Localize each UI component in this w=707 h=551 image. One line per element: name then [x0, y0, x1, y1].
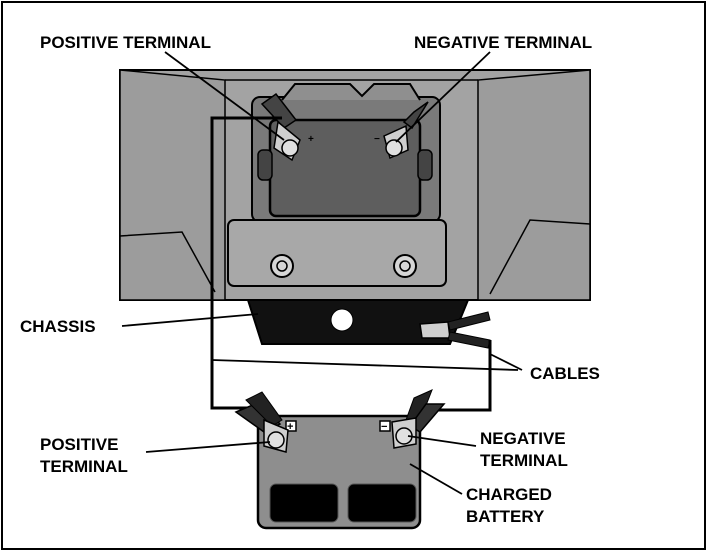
- label-negative-terminal-bottom-1: NEGATIVE: [480, 429, 566, 448]
- label-cables: CABLES: [530, 364, 600, 383]
- leader-positive-top: [164, 51, 285, 141]
- vehicle-plus-mark: +: [308, 134, 314, 145]
- battery-positive-clamp: [234, 391, 289, 453]
- label-charged-battery-1: CHARGED: [466, 485, 552, 504]
- leader-positive-bottom: [145, 441, 271, 453]
- leader-negative-top: [395, 51, 491, 143]
- chassis-ground-clamp: [419, 311, 491, 349]
- chassis: [246, 299, 470, 345]
- leader-lines: [121, 51, 523, 495]
- label-charged-battery-2: BATTERY: [466, 507, 545, 526]
- label-negative-terminal-top: NEGATIVE TERMINAL: [414, 33, 592, 52]
- vehicle-positive-clamp: [260, 92, 301, 162]
- battery-plus-mark: +: [287, 421, 293, 433]
- leader-cables-2: [489, 353, 523, 371]
- bolt-left: [270, 254, 294, 278]
- battery-minus-mark: −: [381, 421, 387, 433]
- charged-battery: + −: [256, 414, 422, 530]
- leader-negative-bottom: [407, 435, 477, 447]
- leader-cables-1: [211, 359, 519, 371]
- positive-cable: [210, 116, 282, 410]
- label-positive-terminal-top: POSITIVE TERMINAL: [40, 33, 211, 52]
- label-positive-terminal-bottom-2: TERMINAL: [40, 457, 128, 476]
- vehicle-battery-bay: + −: [227, 83, 447, 287]
- leader-charged-battery: [409, 463, 463, 495]
- label-chassis: CHASSIS: [20, 317, 96, 336]
- bolt-right: [393, 254, 417, 278]
- vehicle-minus-mark: −: [374, 134, 380, 145]
- label-negative-terminal-bottom-2: TERMINAL: [480, 451, 568, 470]
- label-positive-terminal-bottom-1: POSITIVE: [40, 435, 118, 454]
- leader-chassis: [121, 313, 259, 327]
